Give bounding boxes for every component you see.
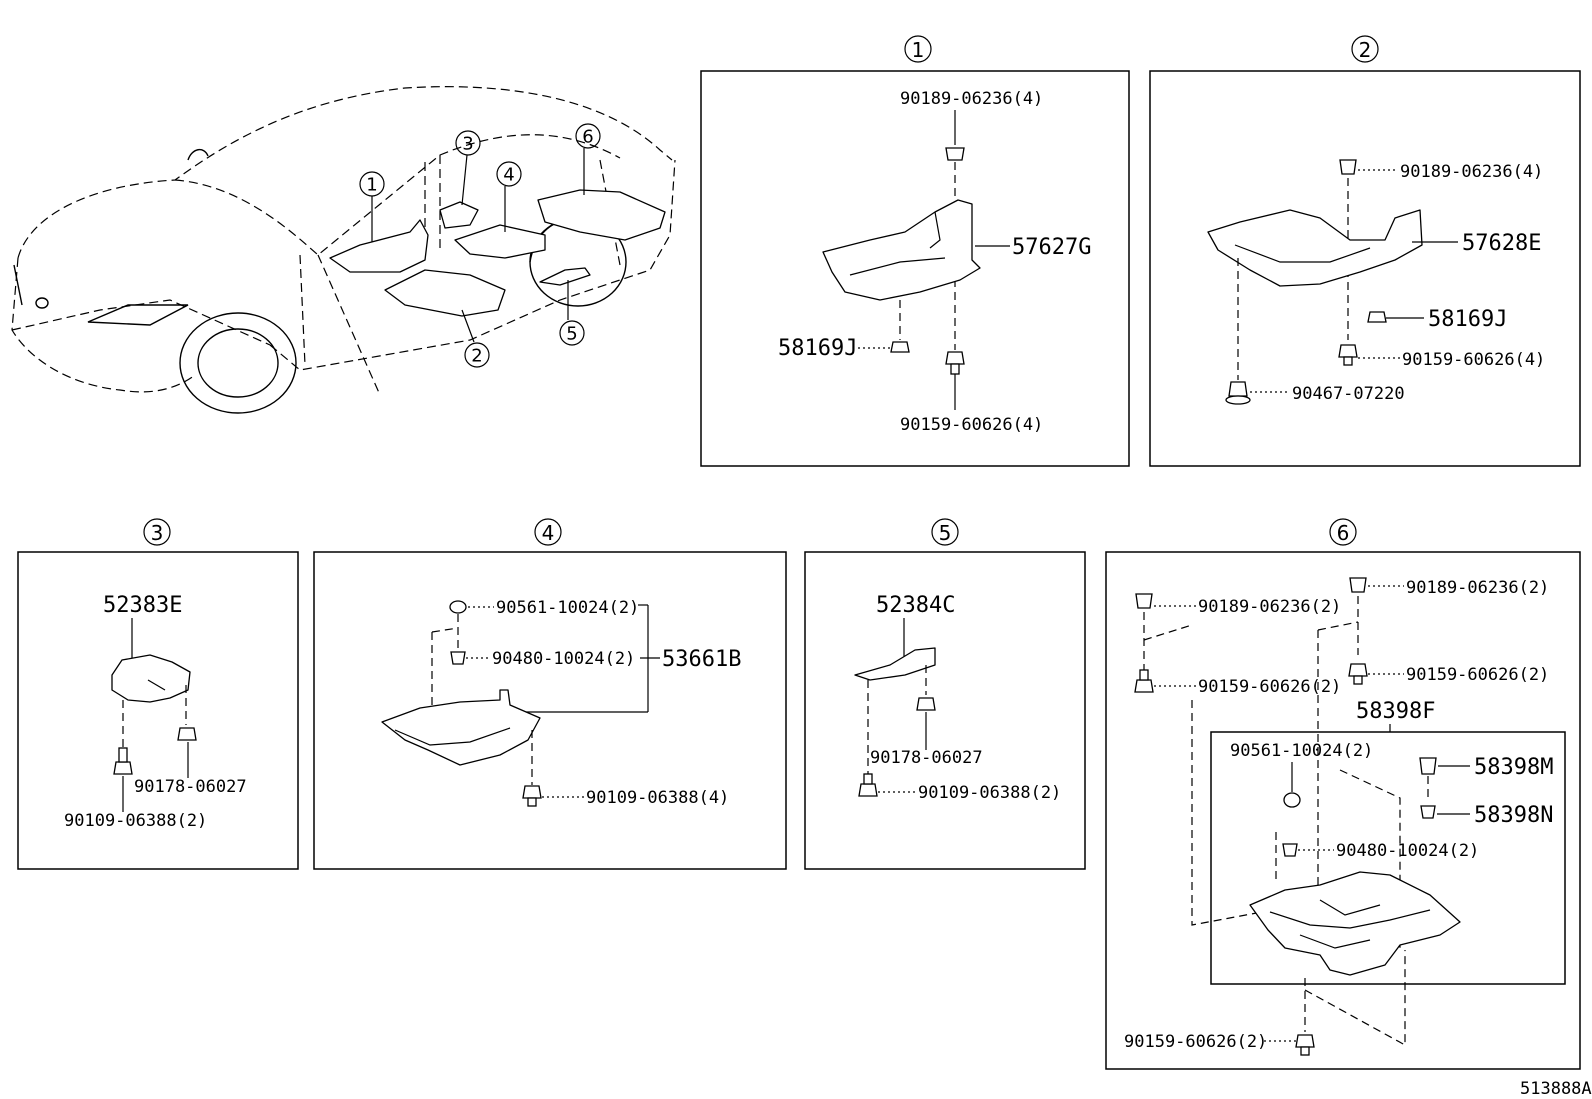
panel-frame — [17, 551, 299, 870]
panel-3: 3 52383E 90178-06027 90109-06388(2) — [17, 518, 299, 870]
callout-number: 2 — [471, 346, 482, 367]
panel-1: 1 90189-06236(4) 57627G 58169J 90159-606… — [700, 35, 1130, 467]
panel-frame — [804, 551, 1086, 870]
part-label-90159-60626: 90159-60626(4) — [900, 415, 1043, 435]
part-label-90561-10024: 90561-10024(2) — [496, 598, 639, 618]
panel-number: 1 — [912, 38, 925, 62]
panel-number: 2 — [1359, 38, 1372, 62]
panel-number: 3 — [151, 521, 164, 545]
part-label-90189-06236: 90189-06236(4) — [900, 89, 1043, 109]
car-callout-3: 3 — [455, 130, 481, 156]
part-label-58398m: 58398M — [1474, 755, 1553, 780]
panel-5: 5 52384C 90178-06027 90109-06388(2) — [804, 518, 1086, 870]
part-label-90109-06388: 90109-06388(4) — [586, 788, 729, 808]
part-label-90189-06236: 90189-06236(4) — [1400, 162, 1543, 182]
panel-number: 5 — [939, 521, 952, 545]
car-callout-5: 5 — [559, 320, 585, 346]
car-callout-2: 2 — [464, 342, 490, 368]
sub-assembly-frame — [1210, 731, 1566, 985]
part-label-90178-06027: 90178-06027 — [134, 777, 247, 797]
part-label-58169j: 58169J — [778, 336, 857, 361]
part-label-90561-10024: 90561-10024(2) — [1230, 741, 1373, 761]
part-label-90480-10024: 90480-10024(2) — [1336, 841, 1479, 861]
callout-number: 1 — [366, 175, 377, 196]
part-label-90178-06027: 90178-06027 — [870, 748, 983, 768]
part-label-90480-10024: 90480-10024(2) — [492, 649, 635, 669]
car-overview — [11, 86, 676, 414]
part-label-90189-06236-right: 90189-06236(2) — [1406, 578, 1549, 598]
panel-4: 4 90561-10024(2) 90480-10024(2) 53661B 9… — [313, 518, 787, 870]
car-callout-1: 1 — [359, 171, 385, 197]
car-callout-4: 4 — [496, 161, 522, 187]
part-label-53661b: 53661B — [662, 647, 741, 672]
panel-frame — [313, 551, 787, 870]
part-label-90159-60626-bottom: 90159-60626(2) — [1124, 1032, 1267, 1052]
panel-frame — [1105, 551, 1581, 1070]
callout-number: 3 — [462, 134, 473, 155]
part-label-57628e: 57628E — [1462, 231, 1541, 256]
part-label-58169j: 58169J — [1428, 307, 1507, 332]
part-label-90159-60626-left: 90159-60626(2) — [1198, 677, 1341, 697]
callout-number: 6 — [582, 127, 593, 148]
panel-number: 6 — [1337, 521, 1350, 545]
part-label-52384c: 52384C — [876, 593, 955, 618]
car-callout-6: 6 — [575, 123, 601, 149]
callout-number: 5 — [566, 324, 577, 345]
part-label-52383e: 52383E — [103, 593, 182, 618]
part-label-90159-60626-right: 90159-60626(2) — [1406, 665, 1549, 685]
part-label-90159-60626: 90159-60626(4) — [1402, 350, 1545, 370]
panel-frame — [1149, 70, 1581, 467]
part-label-58398f: 58398F — [1356, 699, 1435, 724]
part-label-58398n: 58398N — [1474, 803, 1553, 828]
part-label-90189-06236-left: 90189-06236(2) — [1198, 597, 1341, 617]
panel-2: 2 90189-06236(4) 57628E 58169J 90159-606… — [1149, 35, 1581, 467]
part-label-57627g: 57627G — [1012, 235, 1091, 260]
callout-number: 4 — [503, 165, 514, 186]
panel-frame — [700, 70, 1130, 467]
diagram-id: 513888A — [1520, 1079, 1592, 1099]
part-label-90109-06388: 90109-06388(2) — [64, 811, 207, 831]
part-label-90467-07220: 90467-07220 — [1292, 384, 1405, 404]
part-label-90109-06388: 90109-06388(2) — [918, 783, 1061, 803]
panel-6: 6 90189-06236(2) 90189-06236(2) 90159-60… — [1105, 518, 1581, 1070]
panel-number: 4 — [542, 521, 555, 545]
